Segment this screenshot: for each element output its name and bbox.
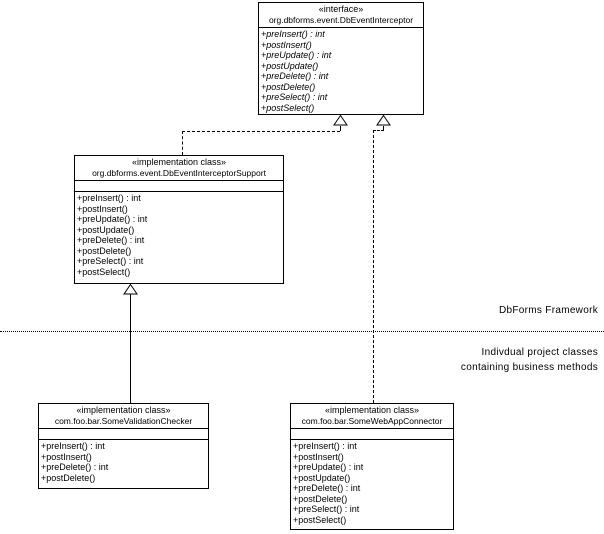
method-item: +postSelect() [293,514,347,525]
method-item: +postInsert() [261,39,312,50]
stereotype-label: «interface» [318,4,364,14]
class-name-label: org.dbforms.event.DbEventInterceptor [268,15,414,25]
stereotype-label: «implementation class» [76,405,171,415]
realization-line-connector-vertical [373,130,374,403]
method-item: +preDelete() : int [41,462,109,472]
framework-label: DbForms Framework [499,305,598,316]
class-name-label: org.dbforms.event.DbEventInterceptorSupp… [92,168,266,178]
realization-line-support-horizontal [182,131,340,132]
project-classes-label: Indivdual project classes containing bus… [461,345,598,375]
method-item: +preDelete() : int [261,71,329,81]
method-item: +preUpdate() : int [261,50,332,60]
webapp-connector-class-box: «implementation class» com.foo.bar.SomeW… [290,403,454,530]
method-item: +postSelect() [77,266,131,277]
method-item: +preUpdate() : int [77,214,148,224]
method-item: +postInsert() [293,451,344,462]
class-name-label: com.foo.bar.SomeWebAppConnector [301,416,443,426]
method-item: +postUpdate() [293,472,351,483]
method-item: +postDelete() [293,493,348,504]
methods-compartment: +preInsert() : int+postInsert()+preUpdat… [291,440,453,529]
method-item: +postInsert() [41,451,92,462]
support-class-box: «implementation class» org.dbforms.event… [74,155,284,284]
class-title: «implementation class» com.foo.bar.SomeV… [39,404,208,429]
methods-compartment: +preInsert() : int+postInsert()+preUpdat… [75,192,283,283]
class-title: «interface» org.dbforms.event.DbEventInt… [259,3,423,28]
realization-line-support-vertical [182,131,183,155]
method-item: +preUpdate() : int [293,462,364,472]
method-item: +postDelete() [77,245,132,256]
project-classes-label-line1: Indivdual project classes [481,347,598,358]
attributes-compartment [291,429,453,440]
method-item: +postSelect() [261,102,315,113]
framework-boundary-line [0,331,604,332]
method-item: +preInsert() : int [77,193,141,203]
method-item: +preInsert() : int [293,441,357,451]
method-item: +postDelete() [41,472,96,483]
realization-arrowhead-tail [383,126,384,130]
method-item: +postDelete() [261,81,316,92]
class-title: «implementation class» org.dbforms.event… [75,156,283,181]
method-item: +preDelete() : int [77,235,145,245]
attributes-compartment [75,181,283,192]
method-item: +preDelete() : int [293,483,361,493]
generalization-line-vertical [130,294,131,403]
class-name-label: com.foo.bar.SomeValidationChecker [54,416,193,426]
interface-class-box: «interface» org.dbforms.event.DbEventInt… [258,2,424,115]
method-item: +preInsert() : int [261,29,325,39]
hollow-triangle-arrowhead-icon [376,115,391,126]
class-title: «implementation class» com.foo.bar.SomeW… [291,404,453,429]
hollow-triangle-arrowhead-icon [333,115,348,126]
method-item: +preInsert() : int [41,441,105,451]
realization-arrowhead-tail [340,126,341,131]
method-item: +preSelect() : int [293,504,360,514]
methods-compartment: +preInsert() : int+postInsert()+preDelet… [39,440,208,488]
method-item: +preSelect() : int [77,256,144,266]
realization-line-connector-jog [373,130,384,131]
project-classes-label-line2: containing business methods [460,362,598,373]
stereotype-label: «implementation class» [324,405,420,415]
methods-compartment: +preInsert() : int+postInsert()+preUpdat… [259,28,423,114]
method-item: +postUpdate() [261,60,319,71]
method-item: +preSelect() : int [261,92,328,102]
method-item: +postUpdate() [77,224,135,235]
attributes-compartment [39,429,208,440]
stereotype-label: «implementation class» [131,157,227,167]
validation-checker-class-box: «implementation class» com.foo.bar.SomeV… [38,403,209,489]
hollow-triangle-arrowhead-icon [123,284,138,295]
method-item: +postInsert() [77,203,128,214]
